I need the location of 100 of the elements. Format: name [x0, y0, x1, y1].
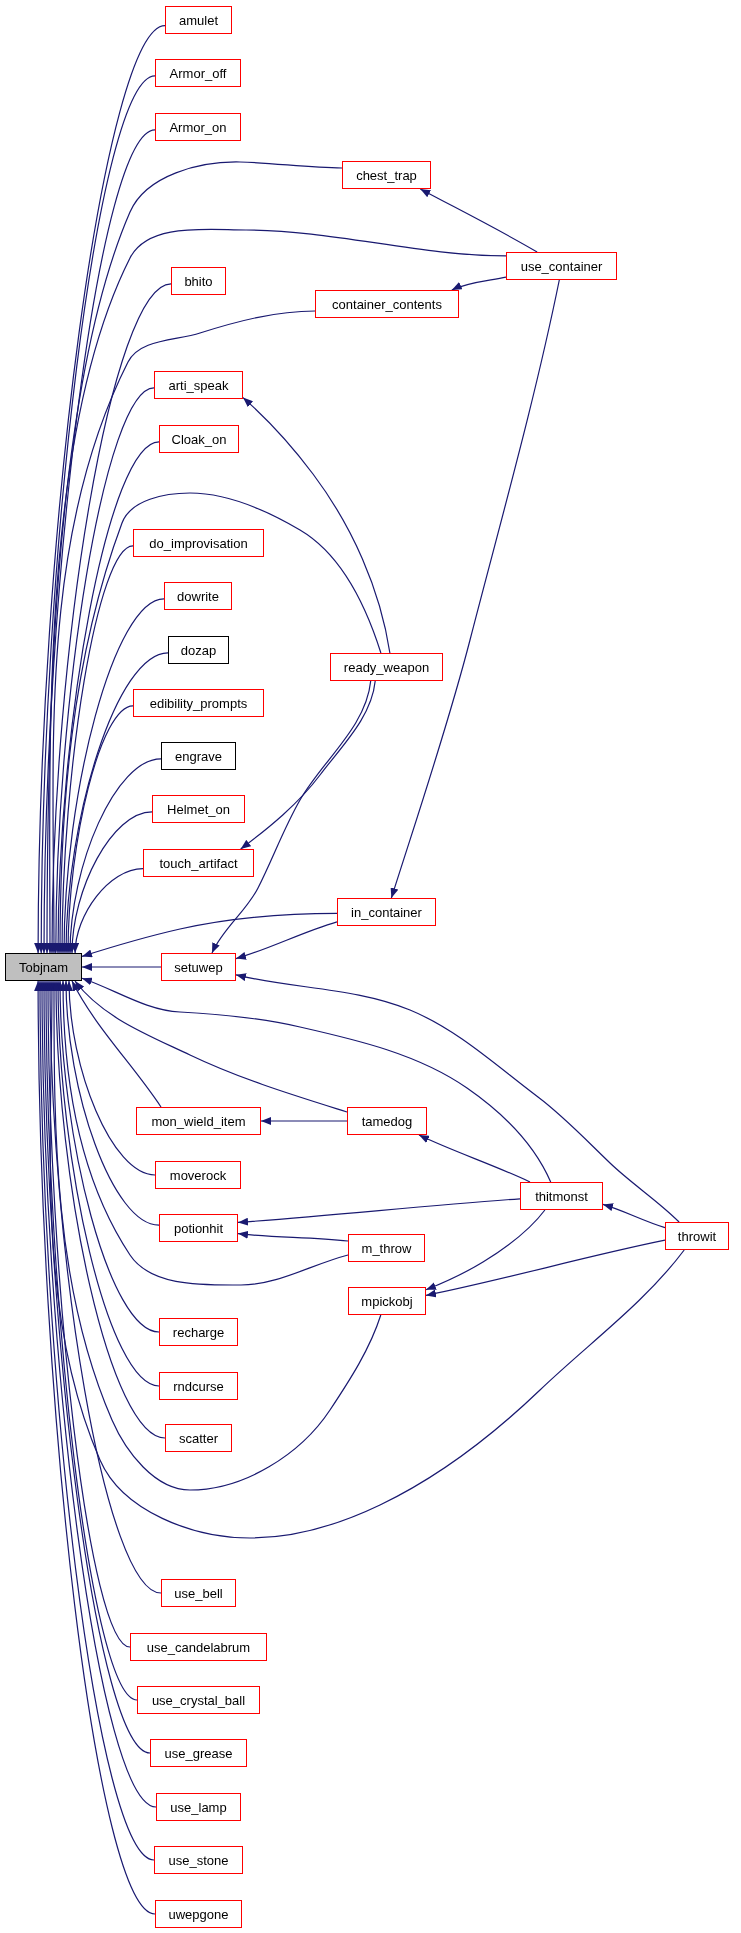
call-arrow — [235, 921, 338, 960]
call-arrow — [68, 811, 153, 954]
function-box — [130, 1633, 267, 1661]
call-arrow — [62, 652, 169, 954]
function-name: do_improvisation — [149, 535, 248, 551]
function-box — [155, 1900, 242, 1928]
call-arrow — [43, 161, 343, 954]
call-arrow — [81, 912, 338, 958]
function-box — [154, 1846, 243, 1874]
call-arrow — [425, 1239, 666, 1298]
function-name: throwit — [677, 1228, 717, 1244]
function-box — [159, 1318, 238, 1346]
call-arrow — [71, 868, 144, 954]
function-box — [5, 953, 82, 981]
call-arrow — [56, 492, 382, 954]
call-arrow — [451, 276, 507, 291]
function-name: scatter — [179, 1430, 218, 1446]
function-box — [161, 1579, 236, 1607]
call-arrow — [425, 1209, 546, 1291]
call-arrow — [59, 980, 349, 1286]
function-box — [137, 1686, 260, 1714]
function-name: recharge — [172, 1324, 225, 1340]
function-box — [155, 113, 241, 141]
function-box — [330, 653, 443, 681]
function-box — [150, 1739, 247, 1767]
function-name: use_container — [520, 258, 603, 274]
function-box — [171, 267, 226, 295]
function-name: use_candelabrum — [146, 1639, 251, 1655]
function-name: chest_trap — [356, 167, 417, 183]
call-arrow — [81, 963, 162, 971]
function-box — [159, 1372, 238, 1400]
function-name: use_crystal_ball — [151, 1692, 246, 1708]
call-arrow — [52, 980, 166, 1439]
function-name: Armor_on — [169, 119, 227, 135]
function-name: thitmonst — [535, 1188, 588, 1204]
function-name: mon_wield_item — [151, 1113, 246, 1129]
call-arrow — [211, 680, 372, 954]
call-arrow — [60, 598, 165, 954]
call-arrow — [74, 980, 348, 1113]
call-arrow — [390, 279, 560, 899]
function-name: ready_weapon — [343, 659, 430, 675]
function-name: use_grease — [164, 1745, 233, 1761]
call-arrow — [81, 977, 552, 1183]
function-name: container_contents — [332, 296, 442, 312]
call-arrow — [237, 1198, 521, 1226]
call-arrow — [44, 980, 131, 1648]
function-box — [506, 252, 617, 280]
function-box — [155, 59, 241, 87]
call-arrow — [235, 973, 680, 1223]
function-box — [143, 849, 254, 877]
function-box — [165, 6, 232, 34]
function-box — [348, 1234, 425, 1262]
call-arrow — [237, 1230, 349, 1242]
function-box — [165, 1424, 232, 1452]
function-box — [315, 290, 459, 318]
function-name: moverock — [169, 1167, 227, 1183]
function-name: m_throw — [361, 1240, 412, 1256]
function-box — [133, 529, 264, 557]
function-name: touch_artifact — [159, 855, 238, 871]
call-arrow — [47, 980, 685, 1539]
function-box — [337, 898, 436, 926]
function-box — [152, 795, 245, 823]
call-arrow — [602, 1203, 666, 1229]
function-box — [159, 1214, 238, 1242]
call-arrow — [62, 980, 160, 1226]
function-name: setuwep — [174, 959, 223, 975]
call-arrow — [64, 705, 134, 954]
call-arrow — [48, 283, 172, 954]
function-name: mpickobj — [361, 1293, 413, 1309]
function-box — [348, 1287, 426, 1315]
call-arrow — [260, 1117, 348, 1125]
function-name: use_lamp — [170, 1799, 227, 1815]
function-name: engrave — [175, 748, 222, 764]
function-box — [342, 161, 431, 189]
call-arrow — [66, 758, 162, 954]
function-box — [520, 1182, 603, 1210]
function-name: uwepgone — [168, 1906, 229, 1922]
function-box — [164, 582, 232, 610]
function-name: arti_speak — [168, 377, 229, 393]
function-box — [347, 1107, 427, 1135]
function-box — [665, 1222, 729, 1250]
function-name: use_stone — [168, 1852, 229, 1868]
function-box — [133, 689, 264, 717]
function-box — [154, 371, 243, 399]
call-arrow — [65, 980, 156, 1176]
function-name: dozap — [180, 642, 217, 658]
function-box — [155, 1161, 241, 1189]
function-name: rndcurse — [173, 1378, 224, 1394]
function-name: amulet — [179, 12, 218, 28]
call-arrow — [419, 188, 538, 253]
function-box — [168, 636, 229, 664]
function-name: tamedog — [361, 1113, 413, 1129]
call-arrow — [240, 680, 376, 850]
call-arrow — [45, 228, 507, 954]
function-name: in_container — [351, 904, 422, 920]
call-arrow — [242, 397, 391, 654]
call-arrow — [46, 980, 162, 1594]
function-name: dowrite — [177, 588, 219, 604]
call-arrow — [54, 441, 160, 954]
function-name: Helmet_on — [167, 801, 230, 817]
